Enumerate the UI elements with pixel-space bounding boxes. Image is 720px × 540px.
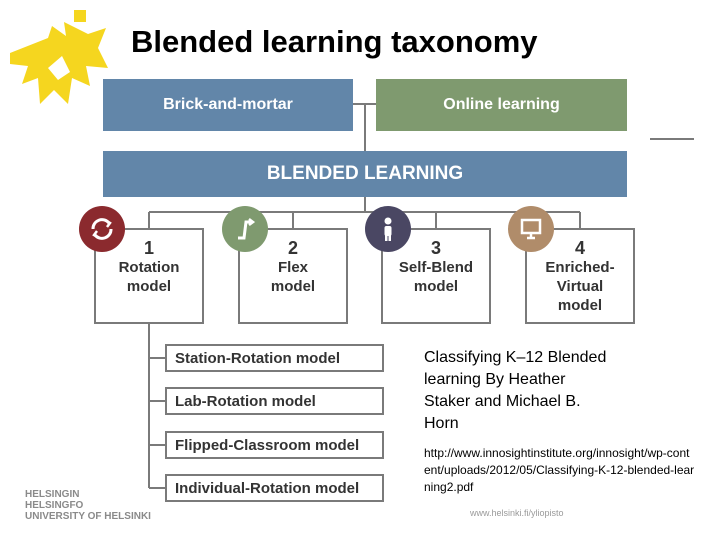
model-number: 4 (574, 238, 585, 258)
flipped-classroom-box: Flipped-Classroom model (165, 431, 384, 459)
station-rotation-box: Station-Rotation model (165, 344, 384, 372)
person-icon (365, 206, 411, 252)
source-url: http://www.innosightinstitute.org/innosi… (424, 446, 695, 494)
lab-rotation-box: Lab-Rotation model (165, 387, 384, 415)
rotation-arrows-icon (79, 206, 125, 252)
blended-learning-box: BLENDED LEARNING (103, 151, 627, 197)
brick-and-mortar-box: Brick-and-mortar (103, 79, 353, 131)
individual-rotation-box: Individual-Rotation model (165, 474, 384, 502)
model-number: 3 (430, 238, 441, 258)
university-flame-logo (10, 10, 108, 104)
rotation-model-box: 1 Rotation model (94, 228, 204, 324)
page-title: Blended learning taxonomy (131, 24, 538, 59)
citation-text: Classifying K–12 Blended learning By Hea… (424, 349, 607, 432)
online-learning-box: Online learning (376, 79, 627, 131)
footer-url: www.helsinki.fi/yliopisto (470, 508, 564, 518)
computer-icon (508, 206, 554, 252)
model-label: Flex model (270, 259, 316, 295)
model-number: 1 (143, 238, 154, 258)
flex-path-icon (222, 206, 268, 252)
model-label: Rotation model (118, 259, 180, 295)
model-number: 2 (287, 238, 298, 258)
model-label: Self-Blend model (398, 259, 474, 295)
model-label: Enriched- Virtual model (545, 259, 615, 314)
university-name: HELSINGIN HELSINGFO UNIVERSITY OF HELSIN… (25, 489, 151, 522)
